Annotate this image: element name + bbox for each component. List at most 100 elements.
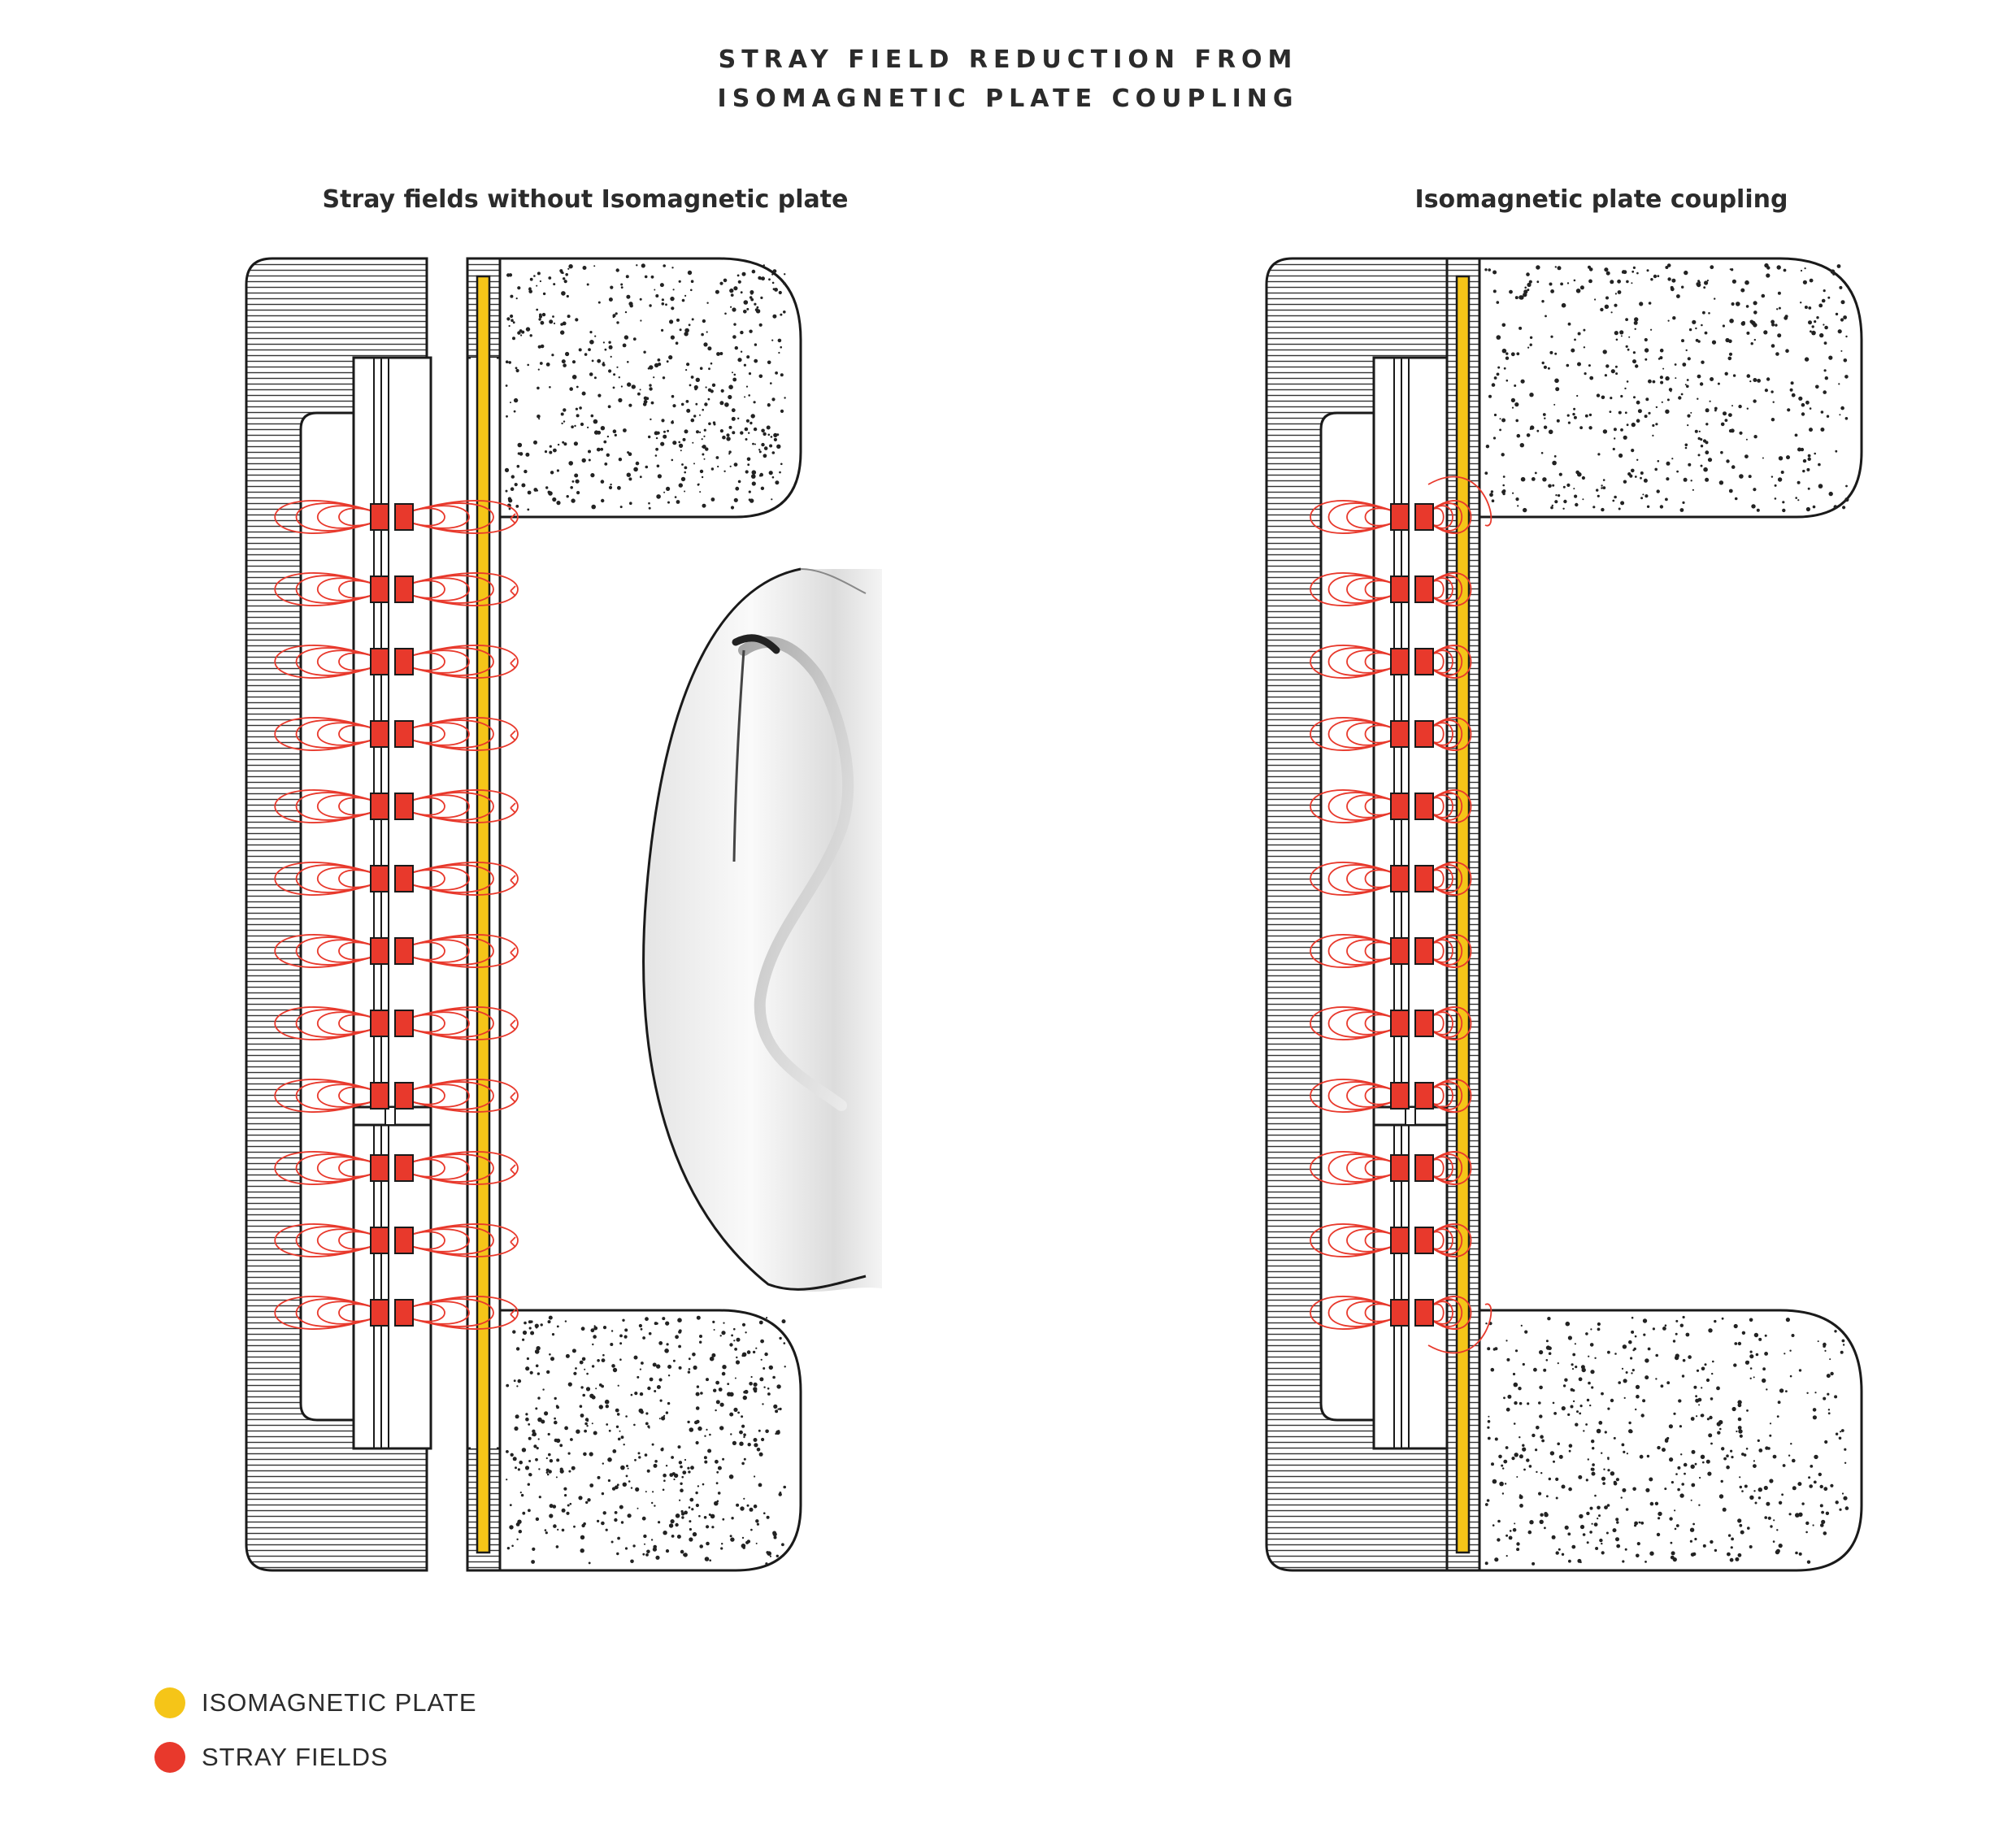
field-loop-right [1427,577,1453,601]
field-loop-left [1327,719,1397,749]
magnet-right [394,1082,414,1110]
field-loop-left [317,866,376,891]
field-loop-right [407,864,494,893]
magnet-right [394,503,414,531]
field-loop-right [407,792,494,821]
field-loop-right [1427,502,1463,532]
field-loop-right [407,1006,519,1040]
field-loop-left [274,645,376,679]
field-arrow [510,1164,516,1175]
field-loop-right [407,936,494,966]
field-loop-right [407,1084,470,1108]
field-loop-right [1427,500,1472,534]
magnet-right [394,575,414,603]
field-loop-left [274,1151,376,1185]
field-loop-left [1346,1228,1397,1253]
field-loop-left [295,936,376,966]
magnet-right [394,865,414,892]
field-loop-right [1427,1223,1472,1257]
ear-pad-top [1478,257,1863,519]
field-loop-right [407,789,519,823]
magnet-left [1390,865,1410,892]
field-loop-right [1427,572,1472,606]
magnet-left [1390,1299,1410,1327]
magnet-left [370,720,389,748]
field-loop-right [1427,719,1463,749]
magnet-left [1390,575,1410,603]
field-loop-right [407,717,519,751]
magnet-left [370,1227,389,1254]
field-loop-right [1427,717,1472,751]
field-loop-left [317,649,376,674]
field-loop-right [1427,1296,1472,1330]
field-loop-left [295,719,376,749]
field-loop-left [1346,505,1397,529]
field-loop-left [317,1156,376,1180]
field-loop-left [274,1006,376,1040]
ear-outline [642,567,867,1291]
field-loop-right [1427,575,1463,604]
field-loop-left [317,1228,376,1253]
field-loop-right [407,505,470,529]
ear-body [643,569,882,1292]
field-loop-right [1427,1079,1472,1113]
panel-without-plate [245,257,882,1572]
magnet-right [1414,793,1434,820]
field-loop-right [1427,1009,1463,1038]
field-loop-left [338,941,376,961]
field-loop-left [338,724,376,744]
field-loop-left [274,1296,376,1330]
field-loop-right [1427,794,1453,819]
ear-fold-line [732,649,745,862]
field-loop-left [1346,1301,1397,1325]
magnet-right [1414,720,1434,748]
field-loop-left [274,789,376,823]
magnet-left [1390,1227,1410,1254]
field-loop-left [1346,939,1397,963]
magnet-left [1390,937,1410,965]
magnet-right [394,1227,414,1254]
field-loop-left [338,1086,376,1105]
magnet-left [1390,648,1410,675]
magnet-left [1390,1010,1410,1037]
field-arrow [510,1309,516,1320]
field-loop-left [1327,575,1397,604]
foam-texture-top [1484,263,1849,513]
magnet-left [370,865,389,892]
field-loop-left [1346,1156,1397,1180]
field-loop-right [407,500,519,534]
field-loop-right [407,719,494,749]
field-loop-left [317,505,376,529]
field-loop-left [338,797,376,816]
legend-swatch-red [154,1742,185,1773]
magnet-right [1414,865,1434,892]
field-loop-right [1427,936,1463,966]
field-arrow [510,1236,516,1248]
field-loop-right [407,1153,494,1183]
field-loop-right [1427,789,1472,823]
field-loop-right [1427,1084,1453,1108]
ear-top-rim [800,568,867,594]
field-loop-left [1310,862,1397,896]
field-loop-right [1427,1228,1453,1253]
field-loop-left [1346,577,1397,601]
field-loop-left [1310,1223,1397,1257]
field-loop-right [407,645,519,679]
field-loop-left [1346,866,1397,891]
magnet-right [394,1010,414,1037]
magnet-right [1414,1082,1434,1110]
field-arrow [510,585,516,597]
magnet-right [1414,575,1434,603]
field-loop-right [407,1223,519,1257]
field-loop-left [274,1079,376,1113]
field-loop-right [1427,1081,1463,1110]
field-loop-left [295,502,376,532]
field-loop-right [407,722,470,746]
field-loop-right [1427,647,1463,676]
driver-frame [352,356,432,1450]
magnet-left [370,648,389,675]
magnet-right [394,937,414,965]
field-loop-left [1327,1153,1397,1183]
field-loop-left [338,1158,376,1178]
